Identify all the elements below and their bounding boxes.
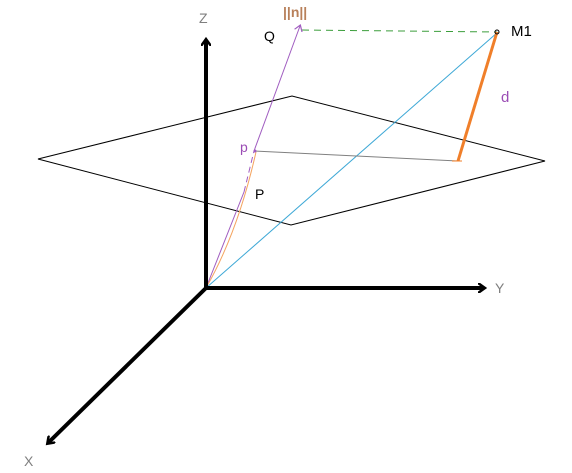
label-p-upper: P [255,186,264,202]
z-axis-label: Z [199,10,208,26]
label-norm-n: ||n|| [283,4,307,20]
label-q: Q [264,28,275,44]
y-axis-label: Y [495,280,505,296]
x-axis-label: X [24,453,34,469]
dashed-line-q-m1 [301,29,498,33]
diagonal-origin-m1 [205,31,499,289]
distance-segment-d [456,31,499,162]
plane [37,95,546,226]
label-p-lower: p [240,139,248,155]
label-d: d [501,89,509,106]
projection-line [253,150,459,162]
point-p [253,149,257,153]
label-m1: M1 [511,23,532,40]
x-axis [48,286,208,443]
normal-vector-upper [253,26,300,152]
point-m1 [494,29,500,35]
normal-vector-lower [205,191,245,289]
normal-vector-dashed [243,150,255,193]
curve-p [205,151,257,289]
